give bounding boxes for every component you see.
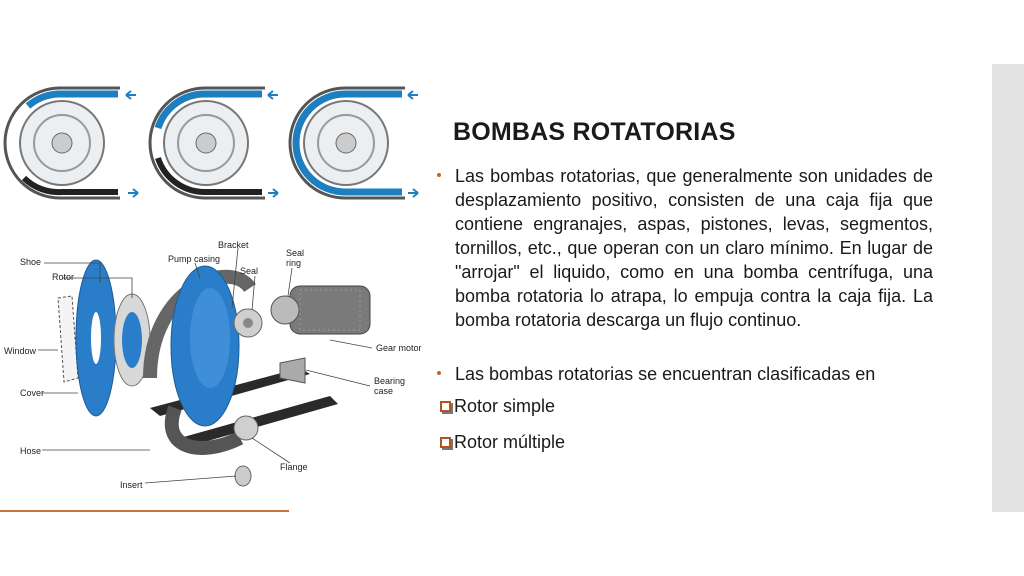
label-shoe: Shoe (20, 257, 41, 267)
pump-stage-1 (3, 86, 139, 200)
pump-stage-3 (288, 86, 419, 200)
bullet-dot-icon (437, 173, 441, 177)
label-bearing-case-line1: Bearing (374, 376, 405, 386)
checkbox-bullet-icon (440, 437, 451, 448)
label-hose: Hose (20, 446, 41, 456)
peristaltic-pump-illustration: Shoe Rotor Window Cover Hose Insert Pump… (3, 86, 422, 490)
bottom-accent-line (0, 510, 289, 512)
sub-item-text: Rotor múltiple (454, 432, 566, 452)
right-decor-bar (992, 64, 1024, 512)
slide-title: BOMBAS ROTATORIAS (453, 118, 736, 146)
label-insert: Insert (120, 480, 143, 490)
checkbox-bullet-icon (440, 401, 451, 412)
label-seal: Seal (240, 266, 258, 276)
label-window: Window (4, 346, 37, 356)
sub-item-text: Rotor simple (454, 396, 556, 416)
sub-item-rotor-multiple: Rotor múltiple (440, 432, 565, 453)
label-seal-ring-line2: ring (286, 258, 301, 268)
label-gear-motor: Gear motor (376, 343, 422, 353)
label-seal-ring-line1: Seal (286, 248, 304, 258)
sub-item-rotor-simple: Rotor simple (440, 396, 555, 417)
label-flange: Flange (280, 462, 308, 472)
label-bearing-case-line2: case (374, 386, 393, 396)
label-cover: Cover (20, 388, 44, 398)
exploded-pump-view (38, 247, 373, 487)
bullet-item: Las bombas rotatorias, que generalmente … (437, 164, 933, 332)
bullet-text: Las bombas rotatorias, que generalmente … (455, 166, 933, 330)
bullet-dot-icon (437, 371, 441, 375)
label-pump-casing: Pump casing (168, 254, 220, 264)
label-rotor: Rotor (52, 272, 74, 282)
bullet-item: Las bombas rotatorias se encuentran clas… (437, 362, 933, 386)
pump-stage-2 (148, 86, 279, 200)
bullet-text: Las bombas rotatorias se encuentran clas… (455, 364, 876, 384)
label-bracket: Bracket (218, 240, 249, 250)
